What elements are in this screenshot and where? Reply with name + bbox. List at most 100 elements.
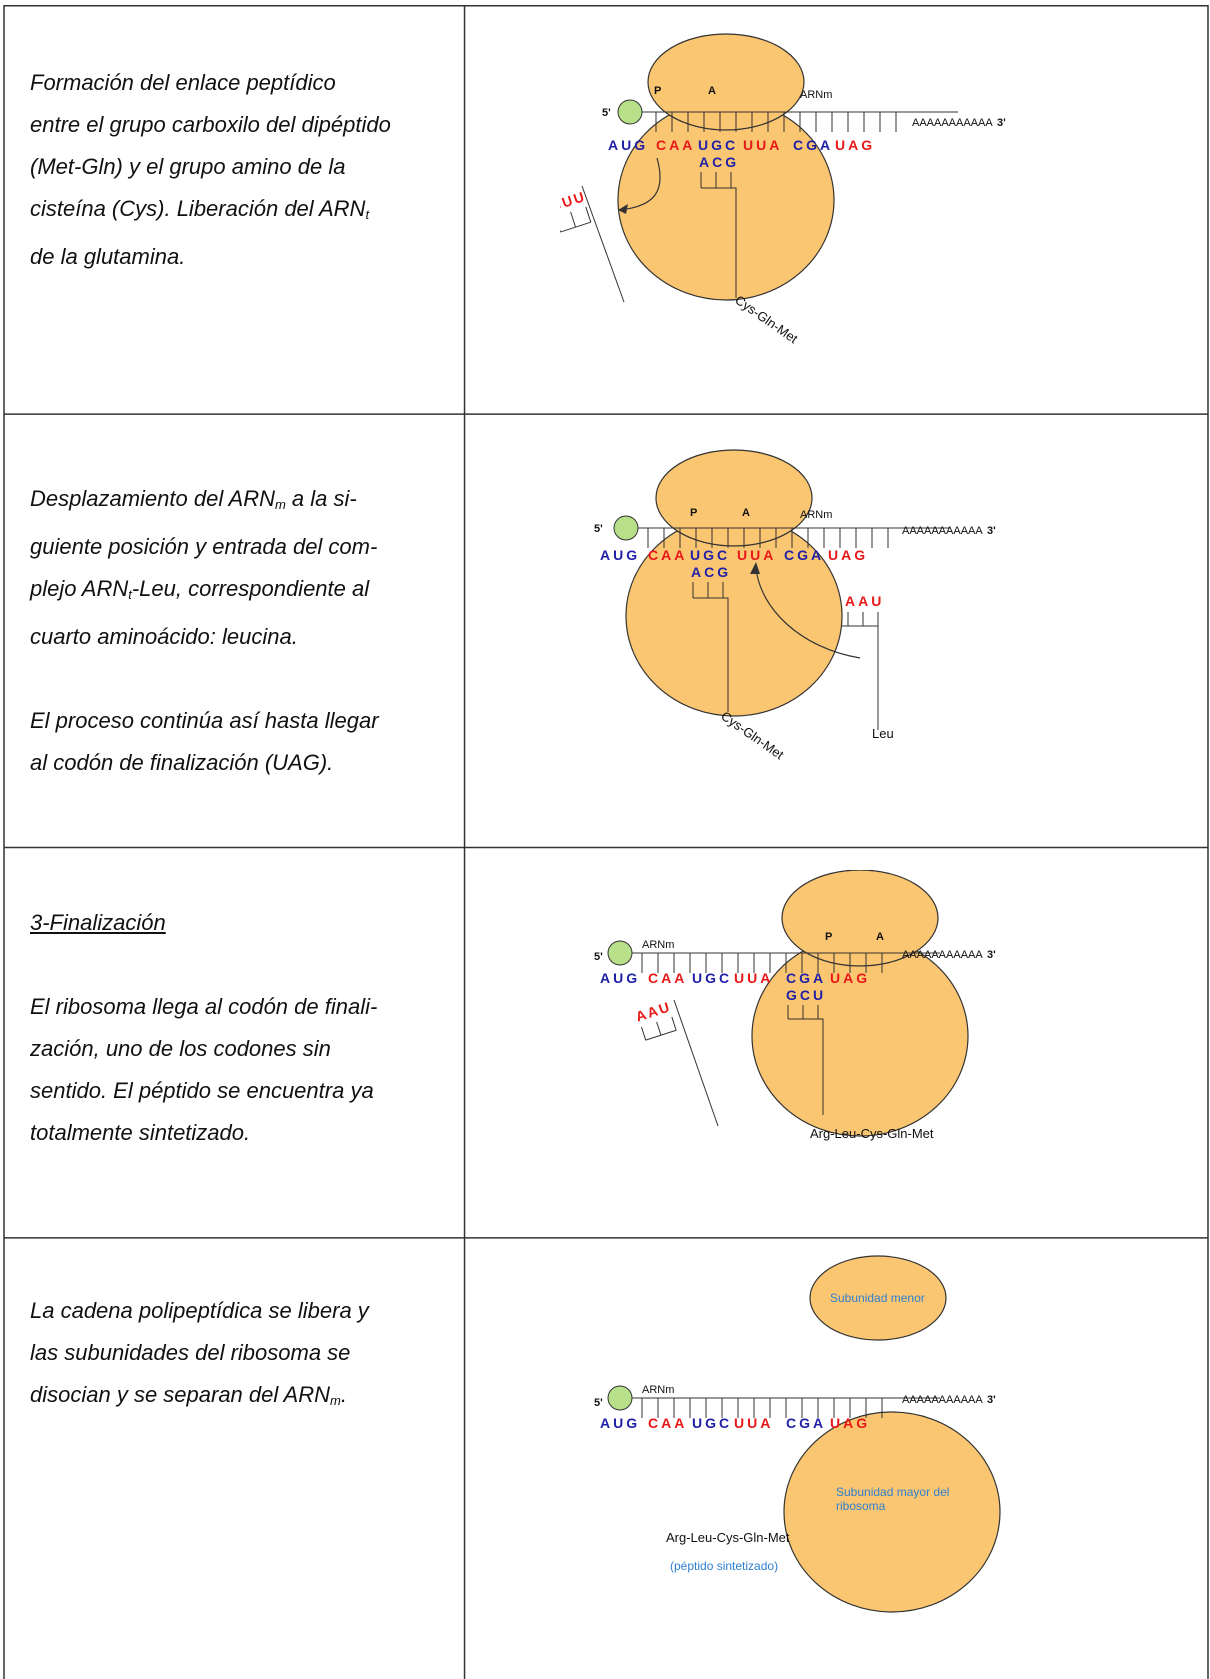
row1-line3: (Met-Gln) y el grupo amino de la <box>30 154 346 179</box>
arrow-head <box>618 204 628 214</box>
row1-line2: entre el grupo carboxilo del dipéptido <box>30 112 391 137</box>
diagram-1: 5' ARNm AAAAAAAAAAA 3' P A AUG CAA UGC U… <box>560 33 1006 347</box>
codon-2: CAA <box>648 970 687 986</box>
entry-arrow <box>755 567 861 659</box>
site-p: P <box>825 931 832 943</box>
leaving-trna-line <box>581 185 625 303</box>
mrna-label: ARNm <box>800 509 832 521</box>
codon-5: CGA <box>793 137 833 153</box>
row3-line1: El ribosoma llega al codón de finali- <box>30 994 378 1019</box>
three-prime: 3' <box>987 1394 996 1406</box>
three-prime: 3' <box>987 949 996 961</box>
incoming-trna <box>842 612 879 730</box>
poly-a-tail: AAAAAAAAAAA <box>912 117 993 129</box>
row1-text: Formación del enlace peptídico entre el … <box>30 62 450 278</box>
small-subunit <box>647 33 805 131</box>
diagram-3: 5' ARNm AAAAAAAAAAA 3' P A AUG CAA UGC U… <box>594 870 996 1141</box>
trna-stem <box>787 1005 824 1115</box>
codon-5: CGA <box>786 1415 826 1431</box>
codon-5: CGA <box>784 547 824 563</box>
row4-line2: las subunidades del ribosoma se <box>30 1340 351 1365</box>
mrna-label: ARNm <box>800 89 832 101</box>
row2-line6: al codón de finalización (UAG). <box>30 750 334 775</box>
peptide-chain: Cys-Gln-Met <box>718 708 787 762</box>
codon-3: UGC <box>692 1415 732 1431</box>
five-prime: 5' <box>594 1397 603 1409</box>
large-subunit-label-line2: ribosoma <box>836 1499 886 1513</box>
release-arrow <box>619 157 661 211</box>
row2-subscript-t: t <box>128 587 132 602</box>
anticodon: GCU <box>786 987 826 1003</box>
row2-text: Desplazamiento del ARNm a la si- guiente… <box>30 478 450 784</box>
peptide-chain: Arg-Leu-Cys-Gln-Met <box>810 1126 934 1141</box>
codon-4: UUA <box>737 547 776 563</box>
trna-stem <box>692 582 729 712</box>
codon-4: UUA <box>743 137 782 153</box>
anticodon: ACG <box>691 564 731 580</box>
row2-line4: cuarto aminoácido: leucina. <box>30 624 298 649</box>
row3-line3: sentido. El péptido se encuentra ya <box>30 1078 374 1103</box>
base-ticks <box>647 528 889 548</box>
row2-line3-text: plejo ARN <box>30 576 129 601</box>
diagram-2: 5' ARNm AAAAAAAAAAA 3' P A AUG CAA UGC U… <box>594 449 996 763</box>
small-subunit <box>809 1255 947 1341</box>
row3-line4: totalmente sintetizado. <box>30 1120 251 1145</box>
incoming-anticodon: AAU <box>845 593 884 609</box>
three-prime: 3' <box>997 117 1006 129</box>
five-prime: 5' <box>602 107 611 119</box>
five-prime: 5' <box>594 523 603 535</box>
poly-a-tail: AAAAAAAAAAA <box>902 949 983 961</box>
row4-line1: La cadena polipeptídica se libera y <box>30 1298 369 1323</box>
three-prime: 3' <box>987 525 996 537</box>
codon-2: CAA <box>656 137 695 153</box>
mrna-cap <box>607 1385 633 1411</box>
small-subunit <box>781 870 939 967</box>
base-ticks <box>655 112 897 132</box>
codon-2: CAA <box>648 1415 687 1431</box>
codon-3: UGC <box>690 547 730 563</box>
peptide-chain: Cys-Gln-Met <box>732 292 801 346</box>
codon-6: UAG <box>835 137 875 153</box>
released-peptide: Arg-Leu-Cys-Gln-Met <box>666 1530 790 1545</box>
row3-heading: 3-Finalización <box>30 910 166 935</box>
codon-4: UUA <box>734 970 773 986</box>
row2-line5: El proceso continúa así hasta llegar <box>30 708 379 733</box>
anticodon: ACG <box>699 154 739 170</box>
row4-subscript-m: m <box>330 1393 341 1408</box>
leaving-trna-line <box>673 999 719 1127</box>
codon-4: UUA <box>734 1415 773 1431</box>
diagram-4: Subunidad menor Subunidad mayor del ribo… <box>594 1255 1001 1613</box>
row4-line3-end: . <box>340 1382 347 1407</box>
leaving-anticodon: AAU <box>634 998 674 1024</box>
site-p: P <box>690 507 697 519</box>
leaving-trna: GUU <box>560 188 592 233</box>
site-a: A <box>742 507 750 519</box>
row3-text: 3-Finalización El ribosoma llega al codó… <box>30 902 450 1154</box>
row2-line1: Desplazamiento del ARNm a la si- <box>30 478 450 526</box>
row4-text: La cadena polipeptídica se libera y las … <box>30 1290 450 1422</box>
row2-line3-end: -Leu, correspondiente al <box>131 576 370 601</box>
codon-2: CAA <box>648 547 687 563</box>
mrna-label: ARNm <box>642 939 674 951</box>
table-border <box>3 4 1209 1679</box>
site-a: A <box>708 85 716 97</box>
codon-3: UGC <box>698 137 738 153</box>
large-subunit <box>783 1411 1001 1613</box>
mrna-cap <box>617 99 643 125</box>
row3-line2: zación, uno de los codones sin <box>30 1036 331 1061</box>
row1-line1: Formación del enlace peptídico <box>30 70 336 95</box>
row4-line3-text: disocian y se separan del ARN <box>30 1382 331 1407</box>
codon-1: AUG <box>600 547 640 563</box>
row4-line3: disocian y se separan del ARNm. <box>30 1374 450 1422</box>
row1-line4-text: cisteína (Cys). Liberación del ARN <box>30 196 366 221</box>
row1-subscript: t <box>365 207 370 222</box>
arrow-head <box>750 562 760 574</box>
row2-subscript-m: m <box>274 497 286 512</box>
codon-5: CGA <box>786 970 826 986</box>
mrna-cap <box>607 940 633 966</box>
row2-line1-end: a la si- <box>285 486 357 511</box>
base-ticks <box>641 953 883 973</box>
codon-6: UAG <box>828 547 868 563</box>
codon-1: AUG <box>608 137 648 153</box>
